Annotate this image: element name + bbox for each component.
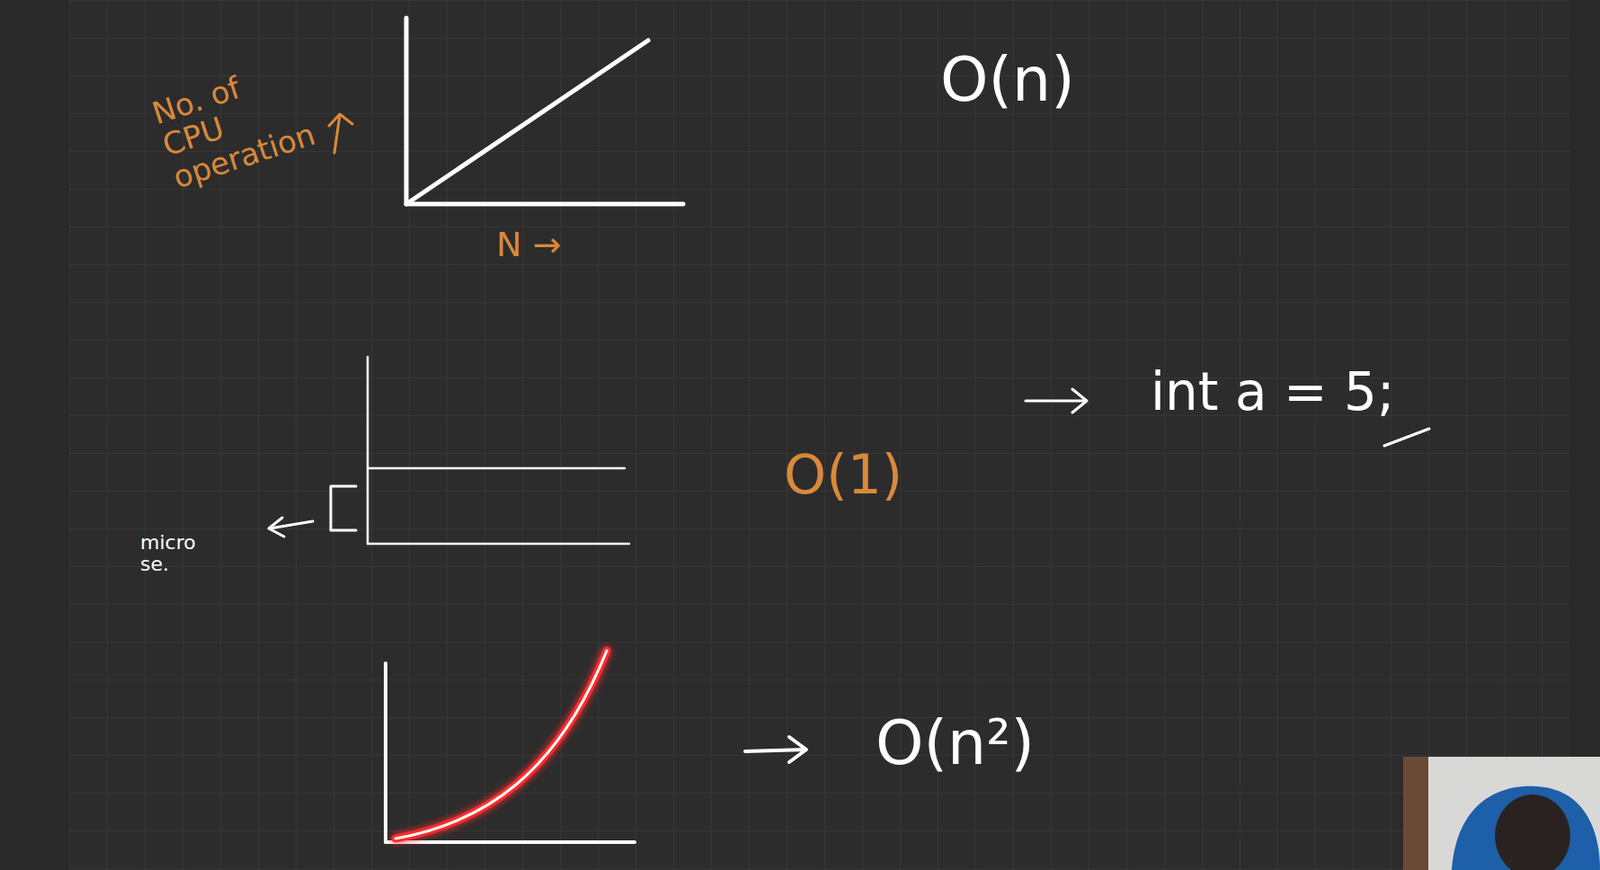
code-snippet: int a = 5; xyxy=(1150,364,1396,422)
up-arrow xyxy=(328,114,353,153)
axis-label: N → xyxy=(496,226,561,265)
note: micro se. xyxy=(140,532,204,576)
linear-line xyxy=(406,40,649,205)
quadratic-curve-glow xyxy=(395,650,607,839)
left-arrow xyxy=(268,517,313,537)
constant-line xyxy=(367,467,625,471)
webcam xyxy=(1403,756,1600,870)
bracket xyxy=(330,486,356,531)
complexity-label: O(n) xyxy=(940,46,1076,115)
axis xyxy=(367,542,630,546)
axis xyxy=(366,356,370,544)
underline xyxy=(1384,428,1430,446)
axis xyxy=(385,840,635,845)
complexity-label: O(n²) xyxy=(875,710,1035,778)
complexity-label: O(1) xyxy=(783,444,903,505)
right-arrow xyxy=(1025,389,1087,413)
quadratic-curve xyxy=(395,650,607,839)
axis xyxy=(383,663,388,843)
axes xyxy=(406,17,684,205)
right-arrow xyxy=(745,737,807,763)
